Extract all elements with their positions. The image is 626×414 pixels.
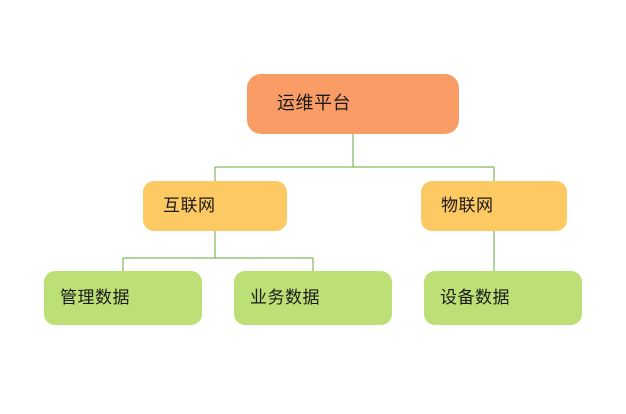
node-business-data[interactable]: 业务数据	[234, 271, 392, 325]
node-device-data[interactable]: 设备数据	[424, 271, 582, 325]
node-label-management-data: 管理数据	[60, 287, 130, 308]
node-internet[interactable]: 互联网	[143, 181, 287, 231]
node-label-internet: 互联网	[163, 195, 216, 216]
node-ops-platform[interactable]: 运维平台	[247, 74, 459, 134]
node-iot[interactable]: 物联网	[421, 181, 567, 231]
node-label-device-data: 设备数据	[440, 287, 510, 308]
node-label-business-data: 业务数据	[250, 287, 320, 308]
node-label-ops-platform: 运维平台	[277, 93, 351, 115]
node-management-data[interactable]: 管理数据	[44, 271, 202, 325]
node-label-iot: 物联网	[441, 195, 494, 216]
